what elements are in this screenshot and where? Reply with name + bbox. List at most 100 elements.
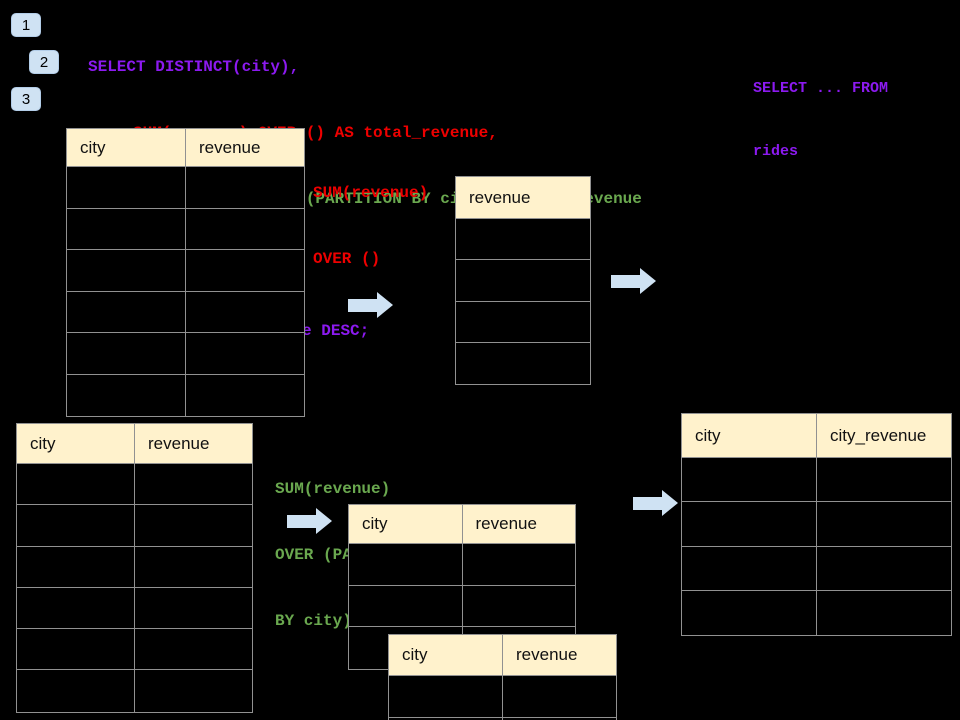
table-cell: [817, 458, 951, 502]
table-cell: [349, 585, 463, 627]
table-cell: [389, 676, 503, 717]
table-cell: [456, 301, 590, 342]
column-header: city_revenue: [830, 425, 927, 445]
select-from-rides-label: SELECT ... FROM rides: [753, 36, 888, 204]
step-badge-2: 2: [29, 50, 59, 74]
table-cell: [186, 250, 304, 291]
table-cell: [67, 167, 186, 208]
table-cell: [67, 208, 186, 249]
table-cell: [135, 464, 252, 505]
arrow-body: [611, 274, 640, 288]
table-cell: [462, 544, 575, 585]
table-cell: [186, 333, 304, 374]
table-cell: [135, 629, 252, 670]
annotation-line: SUM(revenue): [275, 480, 391, 498]
table-row: [17, 464, 252, 506]
table-cell: [462, 585, 575, 627]
column-header: city: [67, 129, 186, 166]
table-cell: [349, 544, 463, 585]
table-cell: [67, 291, 186, 332]
table-cell: [135, 546, 252, 587]
arrow-right-icon: [348, 292, 393, 318]
table-row: [67, 333, 304, 375]
table-cell: [456, 219, 590, 260]
column-header: revenue: [516, 645, 578, 664]
table-cell: [186, 291, 304, 332]
table-cell: [682, 546, 817, 590]
arrow-right-icon: [633, 490, 678, 516]
table-header-row: revenue: [456, 177, 590, 219]
annotation-line: OVER (): [313, 250, 381, 268]
table-cell: [389, 718, 503, 720]
annotation-line: SUM(revenue): [313, 184, 429, 202]
total-revenue-annotation: SUM(revenue) OVER (): [313, 138, 428, 314]
table-row: [17, 587, 252, 630]
revenue-column-table: revenue: [455, 176, 591, 386]
table-cell: [682, 502, 817, 546]
table-cell: [186, 167, 304, 208]
step-badge-1: 1: [11, 13, 41, 37]
step-badge-3: 3: [11, 87, 41, 111]
rides-table-top: city revenue: [66, 128, 305, 417]
table-row: [17, 546, 252, 588]
table-row: [682, 546, 951, 591]
table-row: [17, 505, 252, 547]
column-header: revenue: [199, 137, 261, 157]
table-row: [456, 219, 590, 261]
table-cell: [682, 458, 817, 502]
column-header: city: [349, 505, 463, 543]
arrow-body: [287, 514, 316, 528]
table-row: [67, 374, 304, 416]
table-header-row: city revenue: [67, 129, 304, 167]
column-header: city: [389, 635, 503, 675]
table-row: [682, 458, 951, 503]
arrow-body: [633, 496, 662, 510]
table-cell: [67, 250, 186, 291]
table-cell: [17, 505, 135, 546]
sql-line-select: SELECT DISTINCT(city),: [88, 58, 300, 76]
table-row: [67, 208, 304, 250]
column-header: revenue: [475, 514, 537, 533]
annotation-line: BY city): [275, 612, 352, 630]
arrow-right-icon: [287, 508, 332, 534]
table-header-row: city revenue: [389, 635, 616, 676]
table-cell: [17, 464, 135, 505]
table-row: [349, 544, 575, 586]
table-cell: [817, 590, 951, 636]
partition-table-lower: city revenue: [388, 634, 617, 720]
side-code-line-1: SELECT ... FROM: [753, 80, 889, 97]
table-cell: [67, 374, 186, 416]
table-row: [17, 670, 252, 712]
table-cell: [503, 676, 616, 717]
table-cell: [456, 260, 590, 301]
table-row: [67, 291, 304, 333]
table-row: [389, 676, 616, 718]
table-cell: [17, 629, 135, 670]
table-row: [389, 718, 616, 720]
table-cell: [135, 670, 252, 712]
column-header: revenue: [469, 187, 531, 207]
arrow-head: [316, 508, 332, 534]
table-cell: [186, 374, 304, 416]
arrow-head: [662, 490, 678, 516]
table-cell: [135, 505, 252, 546]
table-cell: [817, 502, 951, 546]
table-row: [67, 167, 304, 209]
table-row: [456, 260, 590, 302]
table-row: [17, 629, 252, 671]
table-cell: [503, 718, 616, 720]
table-row: [67, 250, 304, 292]
column-header: city: [17, 424, 135, 463]
table-cell: [17, 546, 135, 587]
table-cell: [17, 670, 135, 712]
table-row: [349, 585, 575, 628]
arrow-head: [640, 268, 656, 294]
table-row: [682, 590, 951, 636]
table-row: [456, 342, 590, 385]
table-cell: [682, 590, 817, 636]
table-row: [456, 301, 590, 343]
